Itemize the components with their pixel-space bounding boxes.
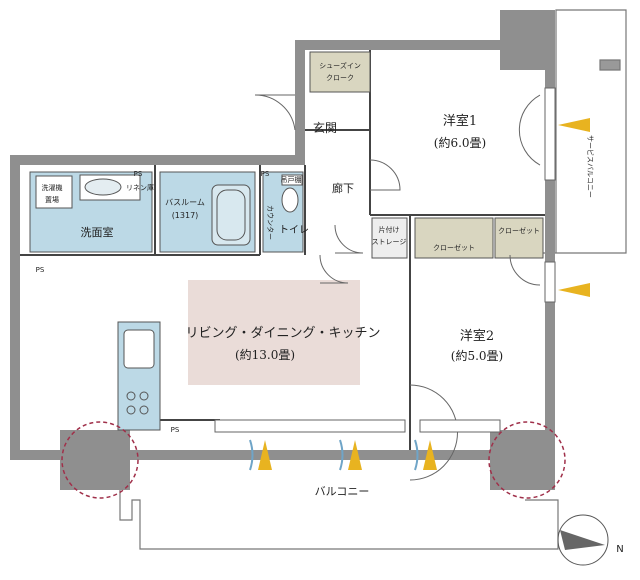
label-bedroom2: 洋室2 — [460, 328, 494, 344]
label-washroom: 洗面室 — [81, 225, 114, 239]
kitchen-counter — [117, 321, 161, 431]
label-ps-1: PS — [134, 170, 143, 178]
closets — [309, 51, 544, 259]
label-toilet: トイレ — [279, 225, 309, 236]
label-bathroom: バスルーム — [165, 198, 205, 207]
airflow-icons — [249, 118, 590, 471]
north-arrow-icon — [557, 514, 609, 566]
balcony-outline — [119, 9, 627, 550]
room-labels: シューズイン クローク 玄関 洋室1 (約6.0畳) 廊下 洗濯機 置場 リネン… — [36, 61, 624, 555]
label-bedroom2-area: (約5.0畳) — [451, 348, 503, 363]
label-ps-4: PS — [171, 426, 180, 434]
label-north: N — [616, 544, 623, 555]
label-washing-1: 洗濯機 — [42, 183, 63, 192]
label-linen: リネン庫 — [126, 183, 154, 192]
label-storage-2: ストレージ — [372, 238, 407, 246]
label-hallway: 廊下 — [332, 181, 354, 195]
label-ps-3: PS — [36, 266, 45, 274]
label-ldk-area: (約13.0畳) — [235, 347, 295, 362]
label-service-balcony: サービスバルコニー — [586, 135, 595, 198]
label-bathroom-size: (1317) — [172, 211, 199, 220]
label-counter: カウンター — [266, 205, 275, 240]
label-closet1: クローゼット — [433, 243, 475, 252]
label-bedroom1-area: (約6.0畳) — [434, 135, 486, 150]
fixtures — [35, 174, 303, 246]
door-swings — [254, 94, 541, 481]
windows — [214, 87, 556, 433]
label-ldk: リビング・ダイニング・キッチン — [185, 326, 380, 341]
label-washing-2: 置場 — [45, 195, 59, 204]
label-bedroom1: 洋室1 — [443, 113, 477, 129]
label-closet2: クローゼット — [498, 226, 540, 235]
label-ps-2: PS — [261, 170, 270, 178]
label-shoes-closet-2: クローク — [326, 74, 354, 82]
label-balcony: バルコニー — [315, 485, 370, 498]
pillar-markers — [61, 421, 566, 499]
ldk-area-highlight — [188, 280, 360, 385]
label-storage-1: 片付け — [379, 225, 400, 234]
stove-icon — [126, 391, 149, 415]
label-shoes-closet-1: シューズイン — [319, 61, 361, 70]
label-toilet-storage: 吊戸棚 — [281, 175, 302, 184]
label-entrance: 玄関 — [313, 120, 337, 135]
